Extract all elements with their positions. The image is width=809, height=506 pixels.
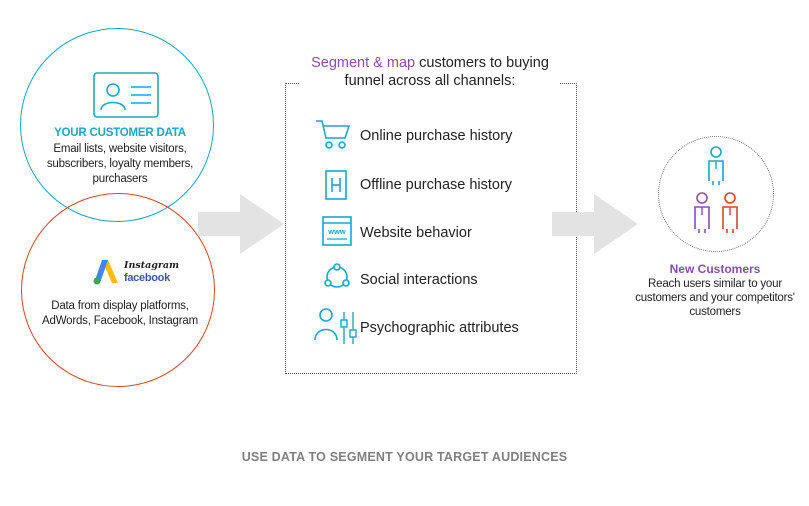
person-sliders-icon: [314, 308, 357, 344]
segment-item-social-interactions: Social interactions: [360, 272, 478, 288]
instagram-logo: Instagram: [124, 260, 180, 271]
social-network-icon: [324, 263, 350, 288]
browser-www-icon: www: [322, 216, 352, 246]
new-customers-description: Reach users similar to your customers an…: [635, 278, 795, 318]
platform-data-description: Data from display platforms, AdWords, Fa…: [42, 300, 198, 327]
store-icon: [325, 170, 347, 200]
people-group-icon: [694, 146, 738, 233]
segment-item-psychographic: Psychographic attributes: [360, 320, 519, 336]
adwords-logo-icon: [93, 260, 118, 285]
shopping-cart-icon: [316, 120, 351, 149]
segment-item-website-behavior: Website behavior: [360, 225, 472, 241]
right-arrow-icon: [198, 194, 284, 254]
segment-heading-rest: customers to buying funnel across all ch…: [344, 55, 549, 89]
new-customers-circle: [658, 136, 774, 252]
customer-data-title: YOUR CUSTOMER DATA: [54, 127, 186, 139]
platform-data-circle: [21, 193, 215, 387]
segment-item-online-purchase: Online purchase history: [360, 128, 513, 144]
segment-item-offline-purchase: Offline purchase history: [360, 177, 513, 193]
new-customers-title: New Customers: [669, 262, 761, 276]
svg-text:www: www: [327, 227, 346, 236]
contact-card-icon: [93, 72, 159, 118]
customer-data-description: Email lists, website visitors, subscribe…: [46, 143, 194, 185]
segment-heading: Segment & map customers to buying funnel…: [300, 54, 560, 90]
footer-caption: USE DATA TO SEGMENT YOUR TARGET AUDIENCE…: [241, 450, 568, 464]
right-arrow-icon: [552, 194, 638, 254]
facebook-logo: facebook: [124, 272, 170, 284]
segment-heading-highlight: Segment & map: [311, 55, 416, 71]
